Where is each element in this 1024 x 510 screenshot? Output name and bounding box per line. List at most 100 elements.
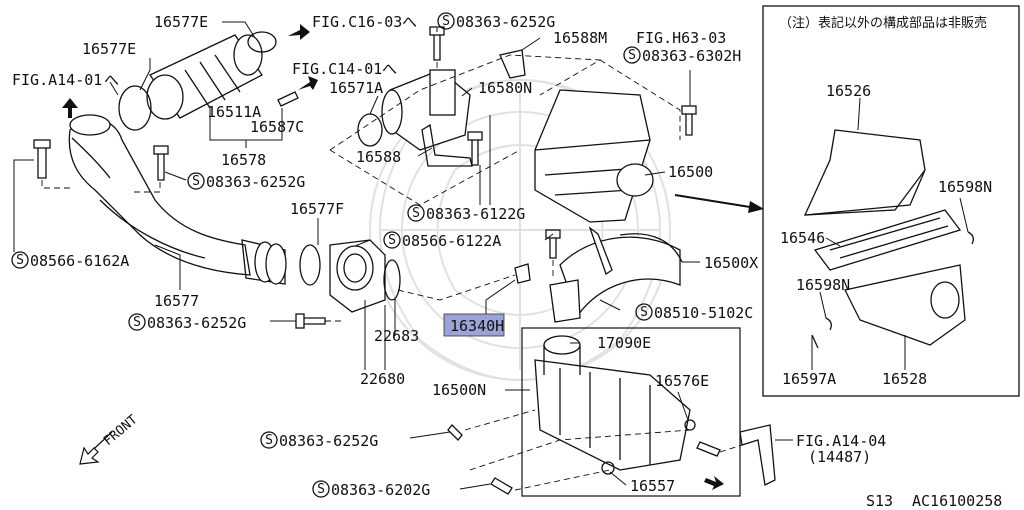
ref-arrow-a1401: へ: [104, 71, 119, 89]
page-code: S13: [866, 492, 893, 510]
bolt-fig-a1404[interactable]: [696, 441, 721, 457]
arrow-resonator-drain: [704, 476, 724, 490]
label-16597a[interactable]: 16597A: [782, 370, 836, 388]
bolt-08566-6162a[interactable]: [33, 139, 51, 179]
label-16557[interactable]: 16557: [630, 477, 675, 495]
label-08363-6252g-mid[interactable]: 08363-6252G: [147, 314, 246, 332]
bolt-08363-6202g[interactable]: [490, 477, 513, 495]
svg-text:S: S: [317, 482, 325, 497]
label-16580n[interactable]: 16580N: [478, 79, 532, 97]
label-fig-a1404[interactable]: FIG.A14-04: [796, 432, 886, 450]
bolt-08363-6252g-bot[interactable]: [447, 424, 463, 441]
arrow-to-inset: [674, 194, 764, 213]
air-cleaner-16500[interactable]: [534, 89, 654, 223]
resonator-duct-16500x[interactable]: [549, 233, 683, 323]
bolt-08363-6302h[interactable]: [681, 105, 697, 136]
label-08363-6302h[interactable]: 08363-6302H: [642, 47, 741, 65]
adapter-22680[interactable]: [329, 239, 386, 313]
svg-text:S: S: [133, 315, 141, 330]
arrow-fig-c1401: [298, 76, 318, 90]
label-08363-6122g[interactable]: 08363-6122G: [426, 205, 525, 223]
case-16528[interactable]: [844, 264, 966, 346]
label-16577f[interactable]: 16577F: [290, 200, 344, 218]
label-fig-c1603[interactable]: FIG.C16-03: [312, 13, 402, 31]
label-16588[interactable]: 16588: [356, 148, 401, 166]
label-16598n-lower[interactable]: 16598N: [796, 276, 850, 294]
label-08566-6122a[interactable]: 08566-6122A: [402, 232, 501, 250]
bracket-16588m[interactable]: [499, 49, 526, 79]
svg-text:S: S: [442, 14, 450, 29]
label-fig-c1401[interactable]: FIG.C14-01: [292, 60, 382, 78]
label-16526[interactable]: 16526: [826, 82, 871, 100]
bracket-14487[interactable]: [739, 424, 776, 486]
diagram-code: AC16100258: [912, 492, 1002, 510]
intake-duct-16577[interactable]: [68, 114, 251, 276]
clamp-16577e-left[interactable]: [118, 85, 152, 131]
label-17090e[interactable]: 17090E: [597, 334, 651, 352]
label-16546[interactable]: 16546: [780, 229, 825, 247]
gasket-22683[interactable]: [383, 259, 401, 301]
clamp-16571a[interactable]: [357, 113, 383, 147]
label-16598n-upper[interactable]: 16598N: [938, 178, 992, 196]
screw-symbol-letters: S S S S S S S S S S: [16, 14, 648, 497]
svg-text:S: S: [265, 433, 273, 448]
label-16500[interactable]: 16500: [668, 163, 713, 181]
label-08363-6202g[interactable]: 08363-6202G: [331, 481, 430, 499]
clip-16598n-lower[interactable]: [825, 317, 832, 331]
inset-frame: [762, 5, 1020, 397]
label-22680[interactable]: 22680: [360, 370, 405, 388]
clip-16598n-upper[interactable]: [967, 231, 974, 245]
label-22683[interactable]: 22683: [374, 327, 419, 345]
bolt-08510-5102c[interactable]: [588, 226, 613, 276]
svg-text:S: S: [412, 206, 420, 221]
duct-boot-16577f[interactable]: [241, 239, 287, 285]
label-08363-6252g-left[interactable]: 08363-6252G: [206, 173, 305, 191]
label-fig-a1401[interactable]: FIG.A14-01: [12, 71, 102, 89]
bracket-16588[interactable]: [421, 123, 473, 167]
highlight-16340h: [443, 313, 505, 337]
label-08363-6252g-bot[interactable]: 08363-6252G: [279, 432, 378, 450]
label-16576e[interactable]: 16576E: [655, 372, 709, 390]
label-16571a[interactable]: 16571A: [329, 79, 383, 97]
resonator-16500n[interactable]: [534, 335, 691, 471]
label-16578[interactable]: 16578: [221, 151, 266, 169]
label-08510-5102c[interactable]: 08510-5102C: [654, 304, 753, 322]
inset-note: （注）表記以外の構成部品は非販売: [779, 15, 987, 31]
label-16577[interactable]: 16577: [154, 292, 199, 310]
arrow-fig-a1401: [62, 98, 78, 118]
label-16500x[interactable]: 16500X: [704, 254, 758, 272]
label-16577e-top[interactable]: 16577E: [154, 13, 208, 31]
label-16340h[interactable]: 16340H: [450, 317, 504, 335]
screw-symbols: [11, 12, 653, 498]
filter-element-16546[interactable]: [813, 209, 962, 271]
svg-text:S: S: [628, 48, 636, 63]
label-fig-h6303[interactable]: FIG.H63-03: [636, 29, 726, 47]
cover-16526[interactable]: [803, 129, 926, 216]
svg-text:S: S: [388, 233, 396, 248]
label-08363-6252g-top[interactable]: 08363-6252G: [456, 13, 555, 31]
mounting-dashes: [41, 54, 743, 491]
clip-16340h[interactable]: [514, 263, 531, 284]
clamp-16577e-top[interactable]: [247, 31, 277, 53]
bolt-08363-6252g-left[interactable]: [153, 145, 169, 181]
label-16588m[interactable]: 16588M: [553, 29, 607, 47]
label-14487[interactable]: (14487): [808, 448, 871, 466]
svg-text:S: S: [16, 253, 24, 268]
label-16528[interactable]: 16528: [882, 370, 927, 388]
bolt-08363-6122g[interactable]: [467, 131, 483, 166]
bolt-08363-6252g-mid[interactable]: [295, 313, 326, 329]
front-arrow-icon: [79, 431, 113, 465]
clamp-16577f[interactable]: [299, 244, 321, 286]
pin-16597a[interactable]: [811, 334, 819, 349]
airflow-meter-16580n[interactable]: [381, 69, 471, 151]
label-08566-6162a[interactable]: 08566-6162A: [30, 252, 129, 270]
hose-16587c[interactable]: [277, 91, 299, 107]
label-16587c[interactable]: 16587C: [250, 118, 304, 136]
label-16500n[interactable]: 16500N: [432, 381, 486, 399]
grommet-16557[interactable]: [601, 461, 615, 475]
label-16511a[interactable]: 16511A: [207, 103, 261, 121]
label-16577e-left[interactable]: 16577E: [82, 40, 136, 58]
ref-arrow-c1401: へ: [382, 60, 397, 78]
intake-hose-16578[interactable]: [146, 34, 263, 120]
